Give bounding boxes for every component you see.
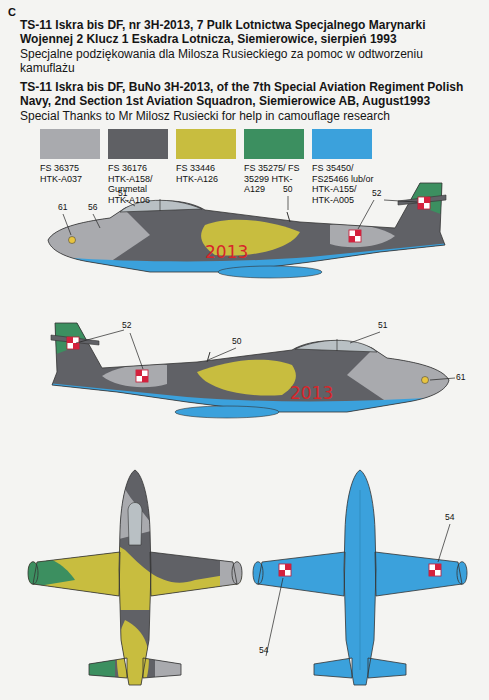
callout-number: 54 bbox=[259, 645, 268, 655]
note-text: Specjalne podziękowania dla Milosza Rusi… bbox=[20, 47, 478, 75]
paint-code: FS 36176 HTK-A158/ Gunmetal HTK-A106 bbox=[108, 163, 170, 205]
swatch-chip bbox=[244, 129, 304, 159]
title-text: TS-11 Iskra bis DF, BuNo 3H-2013, of the… bbox=[20, 80, 478, 108]
note-text: Special Thanks to Mr Milosz Rusiecki for… bbox=[20, 109, 478, 123]
swatch-chip bbox=[40, 129, 100, 159]
header-text: TS-11 Iskra bis DF, nr 3H-2013, 7 Pulk L… bbox=[20, 18, 478, 123]
color-swatch: FS 33446 HTK-A126 bbox=[176, 129, 238, 184]
paint-code: FS 33446 HTK-A126 bbox=[176, 163, 238, 184]
paint-code: FS 35450/ FS25466 lub/or HTK-A155/ HTK-A… bbox=[312, 163, 374, 205]
paint-code: FS 35275/ FS 35299 HTK-A129 bbox=[244, 163, 306, 195]
color-swatch: FS 36176 HTK-A158/ Gunmetal HTK-A106 bbox=[108, 129, 170, 205]
callout-number: 61 bbox=[58, 202, 67, 212]
color-swatch: FS 35275/ FS 35299 HTK-A129 bbox=[244, 129, 306, 195]
title-text: TS-11 Iskra bis DF, nr 3H-2013, 7 Pulk L… bbox=[20, 18, 478, 46]
callout-number: 52 bbox=[122, 320, 131, 330]
swatch-chip bbox=[108, 129, 168, 159]
callout-number: 50 bbox=[232, 336, 241, 346]
callout-number: 51 bbox=[378, 320, 387, 330]
aircraft-number: 2013 bbox=[205, 242, 248, 262]
callout-number: 56 bbox=[88, 202, 97, 212]
swatch-chip bbox=[312, 129, 372, 159]
paint-code: FS 36375 HTK-A037 bbox=[40, 163, 102, 184]
section-letter: C bbox=[8, 6, 16, 18]
callout-number: 52 bbox=[372, 188, 381, 198]
callout-number: 61 bbox=[456, 372, 465, 382]
swatch-chip bbox=[176, 129, 236, 159]
callout-number: 50 bbox=[283, 184, 292, 194]
color-swatch: FS 36375 HTK-A037 bbox=[40, 129, 102, 184]
color-swatch: FS 35450/ FS25466 lub/or HTK-A155/ HTK-A… bbox=[312, 129, 374, 205]
callout-number: 54 bbox=[445, 512, 454, 522]
aircraft-number: 2013 bbox=[290, 383, 333, 403]
